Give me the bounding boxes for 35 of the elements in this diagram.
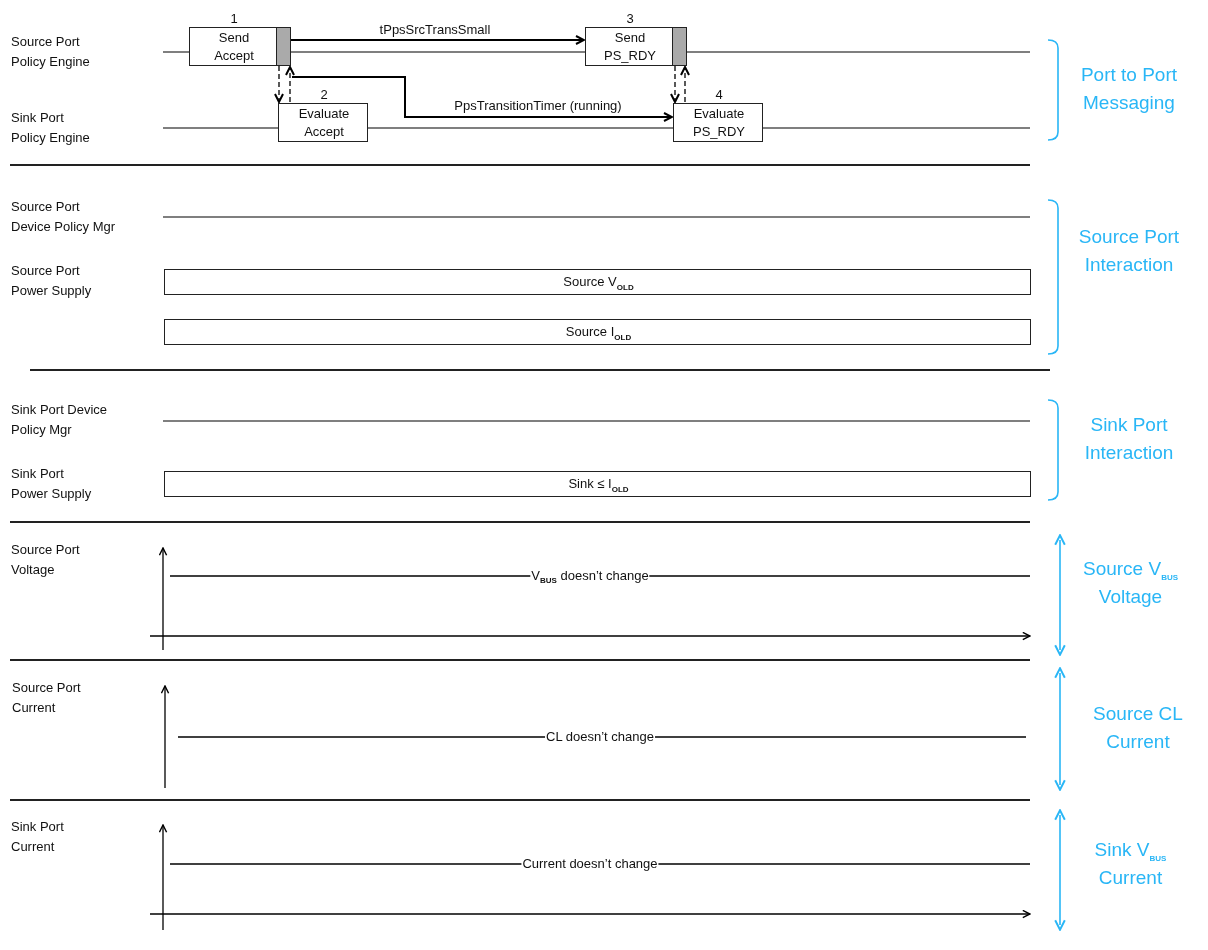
- state-bar: [164, 471, 1031, 497]
- message-label: Evaluate Accept: [297, 104, 351, 141]
- state-label: Source I$_{OLD}$: [564, 325, 633, 339]
- lane-label: Source Port Power Supply: [11, 262, 93, 300]
- message-label: Send PS_RDY: [603, 28, 657, 65]
- step-number: 4: [714, 87, 724, 102]
- lane-label: Source Port Policy Engine: [11, 33, 91, 71]
- arrow: [670, 65, 680, 103]
- state-label: Sink ≤ I$_{OLD}$: [567, 477, 630, 491]
- arrow: [291, 76, 673, 122]
- state-label: Source V$_{OLD}$: [562, 275, 635, 289]
- lane-label: Sink Port Current: [11, 818, 65, 856]
- group-label: Port to Port Messaging: [1079, 63, 1179, 115]
- arrow: [274, 65, 284, 103]
- group-label: Source CL Current: [1092, 702, 1184, 754]
- message-label: Send Accept: [213, 28, 255, 65]
- arrow: [680, 66, 690, 103]
- lane-label: Sink Port Device Policy Mgr: [11, 401, 109, 439]
- lane-label: Source Port Current: [12, 679, 82, 717]
- lane-label: Sink Port Power Supply: [11, 465, 93, 503]
- group-label: Sink V$_{BUS}$ Current: [1093, 838, 1168, 890]
- state-bar: [164, 269, 1031, 295]
- arrow: [290, 35, 585, 45]
- step-number: 2: [319, 87, 329, 102]
- lane-label: Source Port Device Policy Mgr: [11, 198, 117, 236]
- message-label: Evaluate PS_RDY: [692, 104, 746, 141]
- lane-label: Source Port Voltage: [11, 541, 81, 579]
- step-number: 1: [229, 11, 239, 26]
- arrow: [285, 66, 295, 103]
- group-label: Source V$_{BUS}$ Voltage: [1081, 557, 1179, 609]
- lane-label: Sink Port Policy Engine: [11, 109, 91, 147]
- step-number: 3: [625, 11, 635, 26]
- group-label: Source Port Interaction: [1077, 225, 1181, 277]
- group-label: Sink Port Interaction: [1083, 413, 1175, 465]
- state-bar: [164, 319, 1031, 345]
